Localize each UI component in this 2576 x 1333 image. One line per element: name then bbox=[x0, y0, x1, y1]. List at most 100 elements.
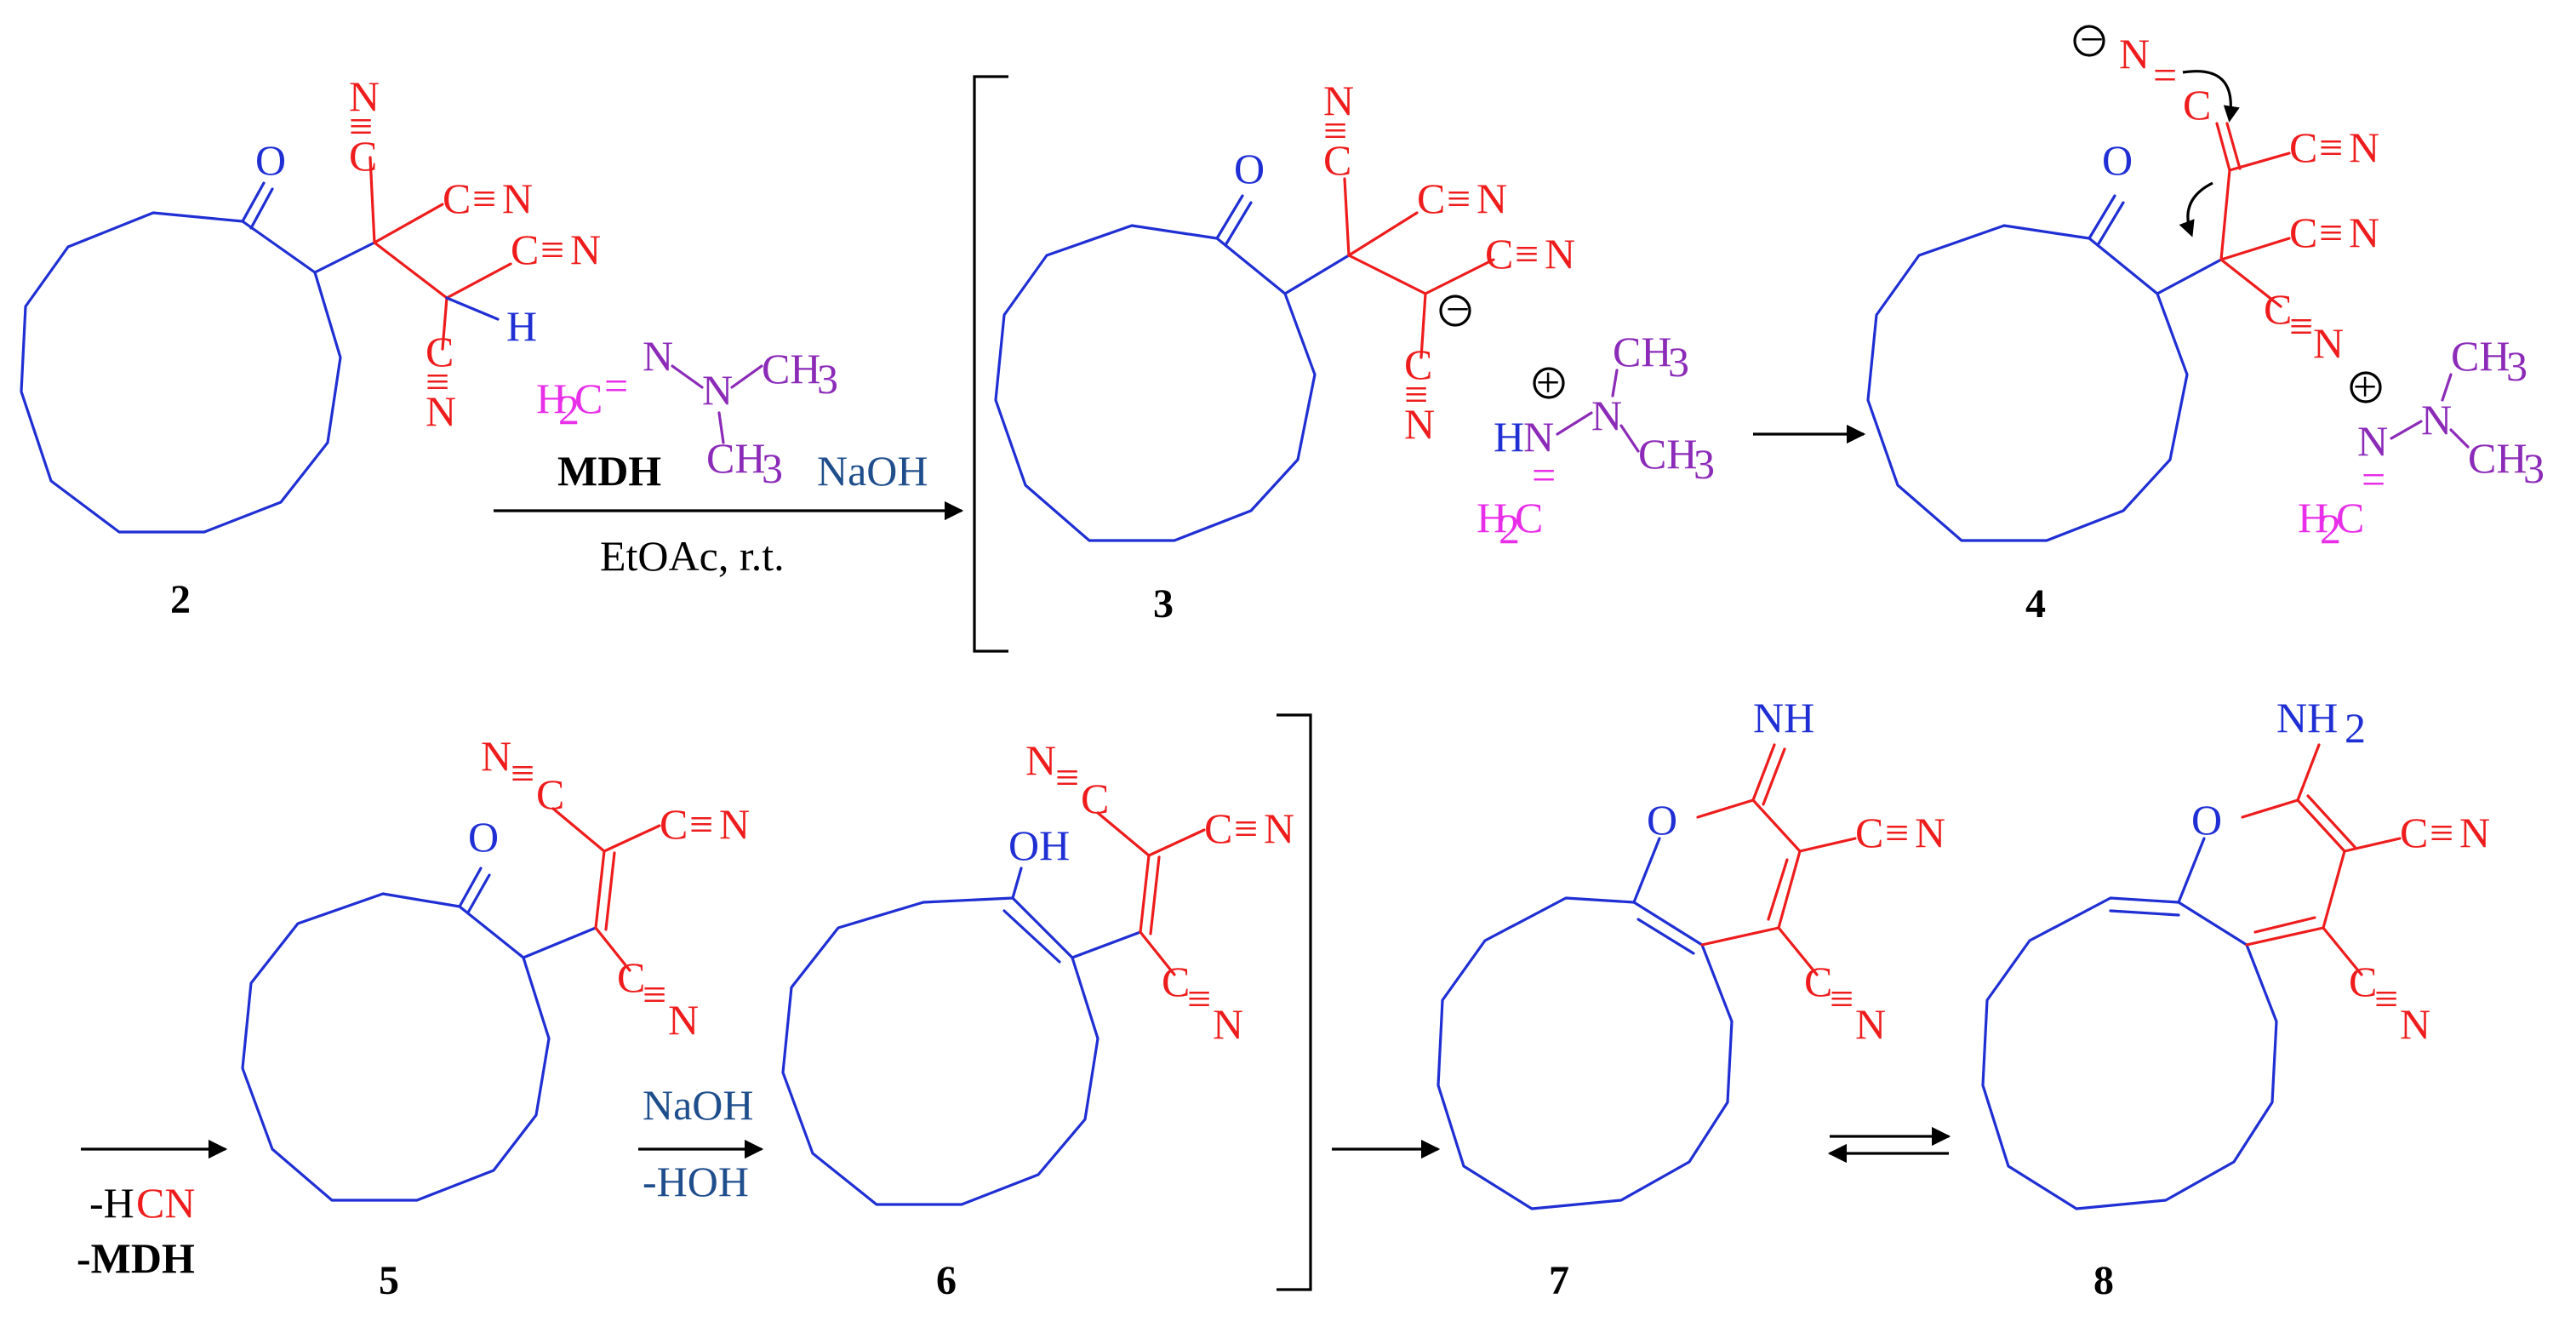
cn-triple1: ≡ bbox=[2430, 809, 2453, 856]
cn-triple3: ≡ bbox=[540, 226, 564, 273]
cn-n3: N bbox=[2313, 319, 2344, 367]
ketone-oxygen: O bbox=[2102, 136, 2133, 184]
cn-label: CN bbox=[136, 1179, 195, 1227]
cn-c4: C bbox=[426, 328, 454, 375]
compound-6: OH N ≡ C C ≡ N C ≡ N 6 bbox=[781, 736, 1294, 1303]
cyclododecane-ring bbox=[1437, 896, 1734, 1210]
cn-n3: N bbox=[570, 226, 601, 273]
cn-c1: C bbox=[349, 132, 377, 180]
compound-label-2: 2 bbox=[170, 577, 191, 622]
cn-c3: C bbox=[617, 953, 645, 1001]
curved-electron-arrow bbox=[2182, 70, 2240, 123]
n-dimethyl: N bbox=[2421, 396, 2452, 443]
imine-nh: NH bbox=[1753, 694, 1814, 741]
cn-n2: N bbox=[2400, 1000, 2430, 1048]
cn-triple1: ≡ bbox=[2319, 123, 2343, 171]
cn-c4: C bbox=[1404, 340, 1432, 388]
cyclododecane-ring bbox=[20, 211, 342, 534]
cn-c2: C bbox=[1417, 174, 1445, 222]
dbl: = bbox=[2362, 455, 2385, 503]
c: C bbox=[2336, 494, 2364, 541]
cn-c1: C bbox=[536, 770, 564, 818]
cyclododecane-ring bbox=[781, 896, 1100, 1206]
cn-n3: N bbox=[1545, 230, 1575, 277]
plus-sign: + bbox=[2353, 363, 2377, 410]
cn-n2: N bbox=[502, 174, 533, 222]
cn-triple1: ≡ bbox=[511, 749, 534, 797]
nh-h: H bbox=[1494, 413, 1524, 461]
compound-2: O H N ≡ C C ≡ N C ≡ N C ≡ N 2 bbox=[20, 72, 601, 622]
negative-charge bbox=[1439, 295, 1471, 327]
cn-triple3: ≡ bbox=[643, 970, 666, 1018]
sub3-b: 3 bbox=[2523, 444, 2545, 492]
cn-c2: C bbox=[660, 800, 688, 848]
cn-triple4: ≡ bbox=[1404, 370, 1428, 418]
cn-n3: N bbox=[1213, 1000, 1243, 1048]
sub2: 2 bbox=[2320, 505, 2341, 552]
mdh-h2: H bbox=[536, 375, 567, 422]
cn-triple3: ≡ bbox=[1515, 230, 1539, 277]
ch3-b: CH bbox=[1638, 430, 1697, 478]
mdh-n1: N bbox=[643, 332, 673, 380]
compound-7: O NH C ≡ N C ≡ N 7 bbox=[1437, 694, 1945, 1303]
mdh-structure: H 2 C = N N CH 3 CH 3 bbox=[536, 332, 838, 492]
cn-n1: N bbox=[2459, 809, 2490, 856]
cn-c1: C bbox=[1081, 775, 1109, 822]
cn-n1: N bbox=[481, 732, 511, 780]
mdh-ch-a: CH bbox=[762, 345, 820, 392]
mdh-dbl: = bbox=[604, 362, 628, 409]
sub3-b: 3 bbox=[1694, 440, 1715, 488]
compound-label-8: 8 bbox=[2093, 1258, 2114, 1303]
cyclododecane-ring bbox=[994, 224, 1317, 542]
dbl: = bbox=[1532, 451, 1556, 499]
ketenimine-dbl: = bbox=[2153, 51, 2177, 99]
cn-n2: N bbox=[719, 800, 750, 848]
mdh-sub3-b: 3 bbox=[762, 444, 783, 492]
cn-c1: C bbox=[2289, 123, 2317, 171]
plus-sign: + bbox=[1536, 358, 1560, 406]
ring-oxygen: O bbox=[2191, 796, 2222, 844]
mdh-n2: N bbox=[702, 366, 733, 414]
cn-triple1: ≡ bbox=[1055, 753, 1079, 801]
cyclododecane-ring bbox=[241, 892, 551, 1202]
minus-sign: − bbox=[1446, 285, 1470, 333]
minus-mdh-label: -MDH bbox=[77, 1234, 195, 1282]
cn-triple2: ≡ bbox=[2374, 975, 2398, 1022]
cn-n4: N bbox=[426, 387, 456, 435]
compound-8: O NH 2 C ≡ N C ≡ N 8 bbox=[1981, 694, 2490, 1303]
bracket-open bbox=[973, 75, 1008, 653]
cn-triple1: ≡ bbox=[1323, 106, 1347, 154]
ketone-oxygen: O bbox=[1234, 145, 1265, 192]
enol-oh: OH bbox=[1008, 821, 1070, 869]
compound-label-7: 7 bbox=[1549, 1258, 1569, 1303]
compound-label-5: 5 bbox=[379, 1258, 399, 1303]
h2: H bbox=[2298, 494, 2328, 541]
solvent-label: EtOAc, r.t. bbox=[600, 532, 785, 580]
compound-label-6: 6 bbox=[936, 1258, 957, 1303]
cn-triple2: ≡ bbox=[1830, 975, 1853, 1022]
cn-n4: N bbox=[1404, 400, 1435, 448]
cn-n1: N bbox=[2349, 123, 2379, 171]
h-atom: H bbox=[506, 302, 537, 350]
sub3-a: 3 bbox=[2506, 342, 2527, 390]
cn-n1: N bbox=[1323, 77, 1354, 124]
h2: H bbox=[1476, 494, 1507, 541]
cn-triple2: ≡ bbox=[472, 174, 496, 222]
compound-3: O N ≡ C C ≡ N C ≡ N − C ≡ N 3 bbox=[994, 77, 1575, 626]
compound-label-3: 3 bbox=[1153, 581, 1174, 626]
mdh-sub3-a: 3 bbox=[817, 355, 838, 403]
cn-n2: N bbox=[1476, 174, 1507, 222]
minus-hoh-label: -HOH bbox=[643, 1158, 749, 1205]
cn-n2: N bbox=[1855, 1000, 1886, 1048]
cn-triple1: ≡ bbox=[349, 102, 373, 150]
cn-triple4: ≡ bbox=[426, 358, 449, 405]
compound-label-4: 4 bbox=[2025, 581, 2046, 626]
minus-h-label: -H bbox=[89, 1179, 134, 1227]
ch3-a: CH bbox=[1613, 328, 1671, 375]
ch3-b: CH bbox=[2468, 434, 2527, 482]
cn-c2: C bbox=[1804, 958, 1832, 1005]
cn-triple2: ≡ bbox=[1234, 804, 1258, 852]
ring-oxygen: O bbox=[1647, 796, 1677, 844]
cn-n1: N bbox=[1025, 736, 1056, 784]
cn-n3: N bbox=[668, 996, 699, 1044]
